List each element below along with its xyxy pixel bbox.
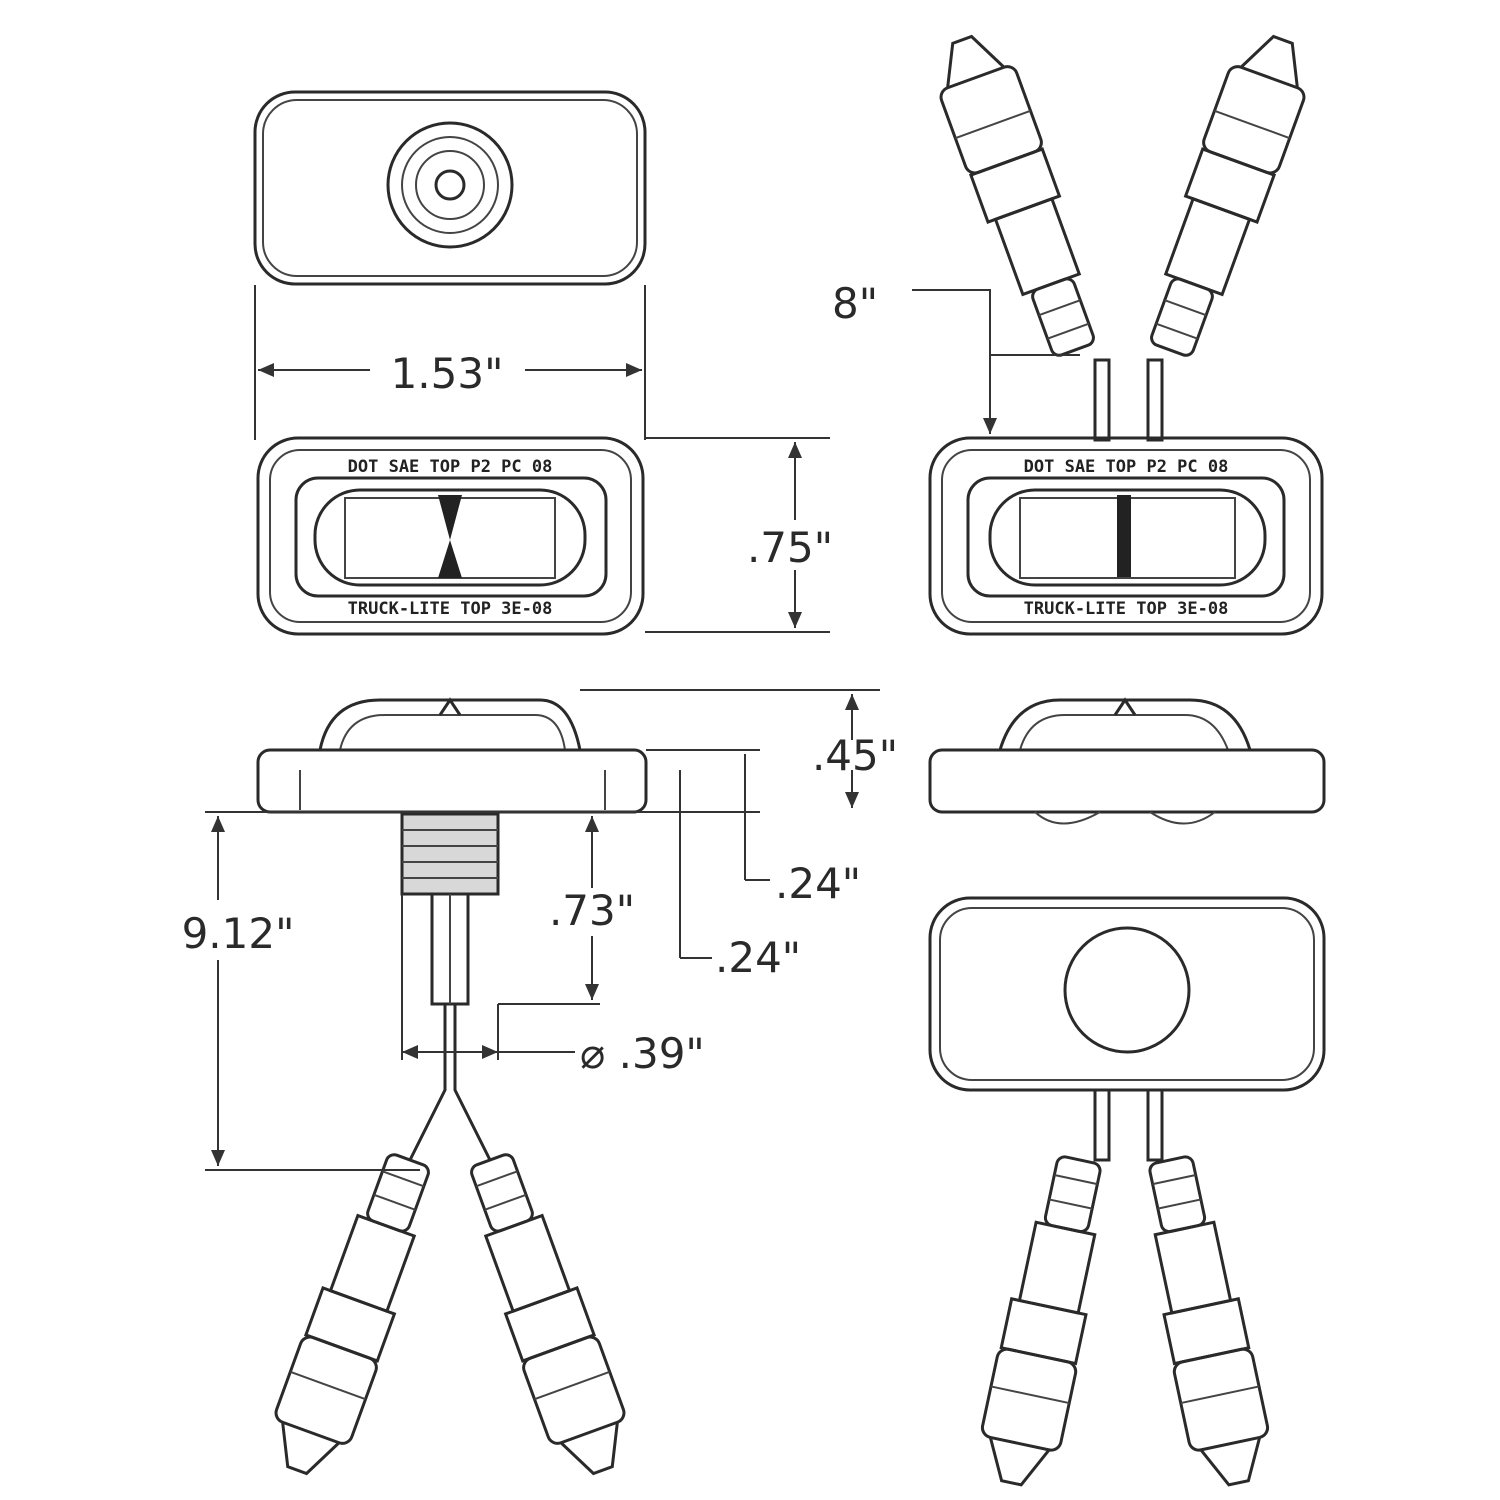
lens-marking-top: DOT SAE TOP P2 PC 08 [348, 457, 553, 477]
lens-marking-top-2: DOT SAE TOP P2 PC 08 [1024, 457, 1229, 477]
rear-view [253, 90, 647, 286]
height-label: .75" [747, 523, 833, 572]
height-dimension: .75" [645, 437, 833, 633]
rear-view-pigtails-down [928, 896, 1326, 1493]
flange-b-label: .24" [715, 933, 801, 982]
depth-label: .45" [812, 731, 898, 780]
stem-length-label: .73" [549, 886, 635, 935]
front-view: DOT SAE TOP P2 PC 08 TRUCK-LITE TOP 3E-0… [256, 436, 645, 636]
width-dimension: 1.53" [254, 285, 646, 440]
side-view-right [928, 697, 1326, 825]
front-view-pigtails-up: DOT SAE TOP P2 PC 08 TRUCK-LITE TOP 3E-0… [923, 24, 1324, 636]
width-label: 1.53" [391, 349, 504, 398]
side-view [256, 697, 648, 1486]
lens-marking-bottom: TRUCK-LITE TOP 3E-08 [348, 599, 553, 619]
stem-label-backdrop [548, 888, 638, 936]
pigtail-length-label: 8" [832, 279, 878, 328]
lead-length-label: 9.12" [182, 909, 295, 958]
pigtail-dimension: 8" [832, 279, 1080, 434]
side-dimensions: .45" .24" .24" .73" 9.12" ⌀ .39" [182, 689, 898, 1171]
flange-a-label: .24" [775, 859, 861, 908]
lens-marking-bottom-2: TRUCK-LITE TOP 3E-08 [1024, 599, 1229, 619]
stem-diameter-label: ⌀ .39" [580, 1029, 705, 1078]
grommet-circle [386, 121, 514, 249]
